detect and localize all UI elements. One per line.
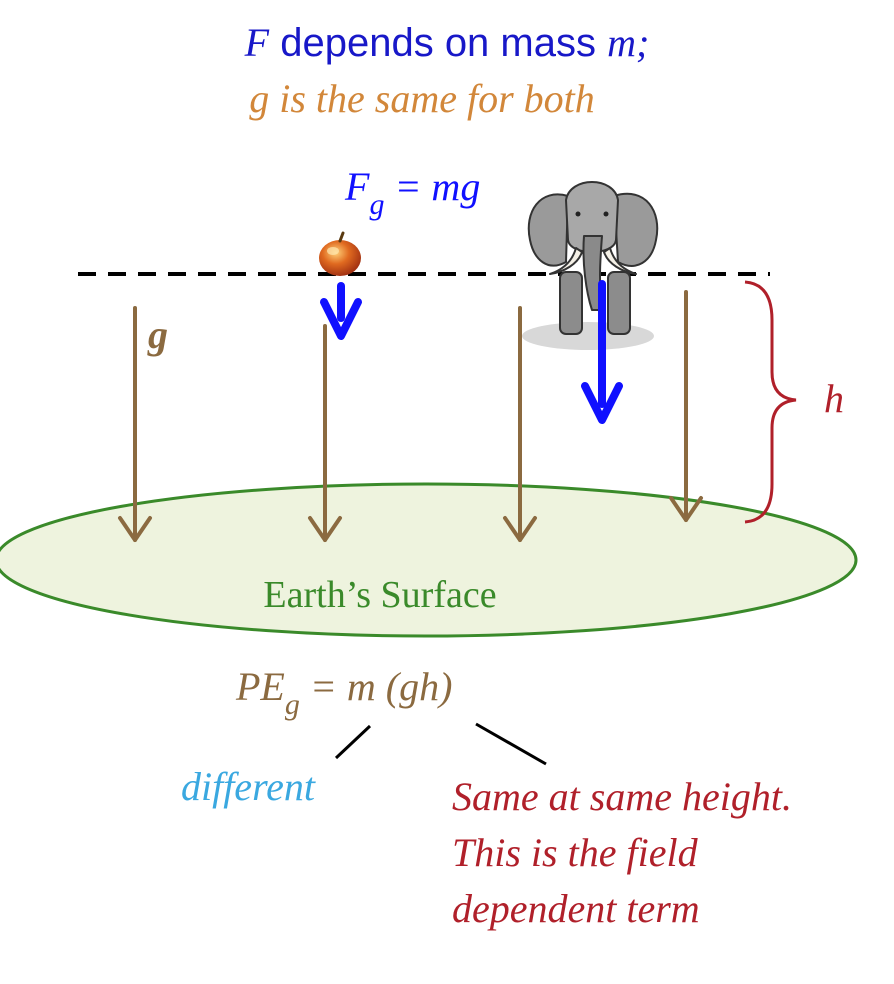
- earth-surface-label: Earth’s Surface: [263, 574, 496, 616]
- pointer-line-mass: [334, 724, 372, 760]
- g-field-arrow: [669, 290, 703, 522]
- pointer-line-gh: [475, 722, 547, 766]
- force-lhs: F: [344, 164, 370, 209]
- headline-line-1: F depends on mass m;: [244, 20, 650, 65]
- pe-rhs: = m (gh): [300, 664, 453, 709]
- elephant-shadow: [522, 322, 654, 350]
- force-subscript: g: [369, 188, 384, 221]
- elephant-force-arrow: [581, 280, 623, 424]
- note-same-line-2: This is the field: [452, 830, 699, 875]
- note-different: different: [181, 764, 316, 809]
- g-field-arrow: [503, 306, 537, 542]
- headline-m-symbol: m;: [607, 20, 649, 65]
- note-same-line-1: Same at same height.: [452, 774, 792, 819]
- height-brace: [744, 280, 797, 524]
- note-same-line-3: dependent term: [452, 886, 700, 931]
- headline-f-text: depends on mass: [269, 21, 607, 65]
- pe-equation: PEg = m (gh): [235, 664, 452, 721]
- apple-force-arrow: [320, 282, 362, 340]
- force-equation: Fg = mg: [344, 164, 480, 221]
- pe-lhs: PE: [235, 664, 285, 709]
- headline-f-symbol: F: [244, 20, 270, 65]
- g-field-arrow: [118, 306, 152, 542]
- earth-surface-ellipse: [0, 482, 858, 638]
- g-label: g: [147, 312, 168, 357]
- pe-subscript: g: [285, 688, 300, 721]
- force-rhs: = mg: [384, 164, 480, 209]
- note-same: Same at same height. This is the field d…: [452, 774, 802, 931]
- elephant-icon: [527, 181, 659, 335]
- apple-icon: [319, 231, 361, 276]
- g-field-arrow: [308, 324, 342, 542]
- height-label: h: [824, 376, 844, 421]
- headline-line-2: g is the same for both: [249, 76, 595, 121]
